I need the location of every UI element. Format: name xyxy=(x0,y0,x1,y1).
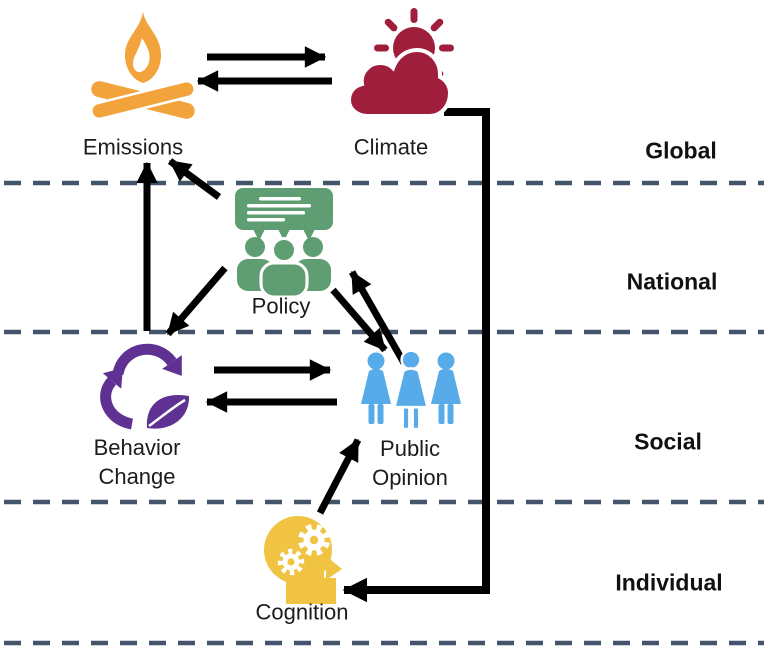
node-label-behavior-change: Behavior Change xyxy=(93,434,181,489)
level-label-individual: Individual xyxy=(615,569,723,596)
arrow-cognition-to-public-opinion xyxy=(316,438,362,515)
level-label-national: National xyxy=(626,268,718,295)
node-label-emissions: Emissions xyxy=(82,134,184,160)
arrow-policy-to-behavior xyxy=(165,265,228,337)
recycle-leaf-icon xyxy=(100,343,190,430)
head-gears-icon xyxy=(264,516,342,604)
gear-icon xyxy=(298,524,330,556)
node-label-cognition: Cognition xyxy=(255,599,349,625)
three-people-icon xyxy=(361,349,461,431)
node-label-policy: Policy xyxy=(251,293,311,319)
gear-icon xyxy=(277,548,305,576)
arrow-climate-to-cognition xyxy=(342,108,490,603)
arrow-public-opinion-to-policy xyxy=(348,270,408,365)
sun-behind-cloud-icon xyxy=(346,8,454,118)
campfire-icon xyxy=(90,12,196,121)
arrow-policy-to-emissions xyxy=(167,158,222,200)
level-label-global: Global xyxy=(645,137,717,164)
speech-bubble-group-icon xyxy=(235,188,333,299)
arrow-policy-to-public-opinion xyxy=(330,287,388,353)
level-label-social: Social xyxy=(634,428,702,455)
node-label-climate: Climate xyxy=(353,134,429,160)
node-label-public-opinion: Public Opinion xyxy=(372,435,448,490)
